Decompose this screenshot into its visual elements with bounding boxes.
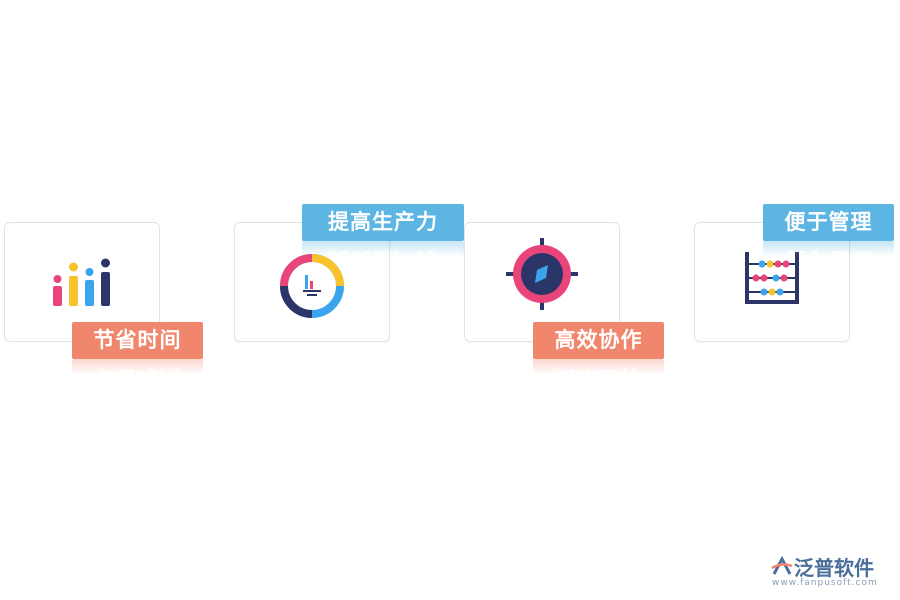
tag-collaboration: 高效协作: [533, 322, 664, 359]
tag-productivity: 提高生产力: [302, 204, 464, 241]
bar-chart-icon: [53, 258, 110, 306]
fanpu-logo-icon: [771, 556, 793, 575]
abacus-icon: [745, 252, 799, 304]
brand-name: 泛普软件: [794, 556, 874, 580]
brand-url: www.fanpusoft.com: [772, 578, 878, 588]
tag-label: 高效协作: [554, 328, 643, 352]
tag-management: 便于管理: [763, 204, 894, 241]
gauge-chart-icon: [280, 254, 344, 318]
feature-card-management: [694, 222, 850, 342]
tag-save-time: 节省时间: [72, 322, 203, 359]
tag-label: 便于管理: [784, 210, 873, 234]
target-compass-icon: [506, 238, 578, 310]
tag-label: 提高生产力: [328, 210, 438, 234]
feature-card-productivity: [234, 222, 390, 342]
tag-label: 节省时间: [93, 328, 182, 352]
